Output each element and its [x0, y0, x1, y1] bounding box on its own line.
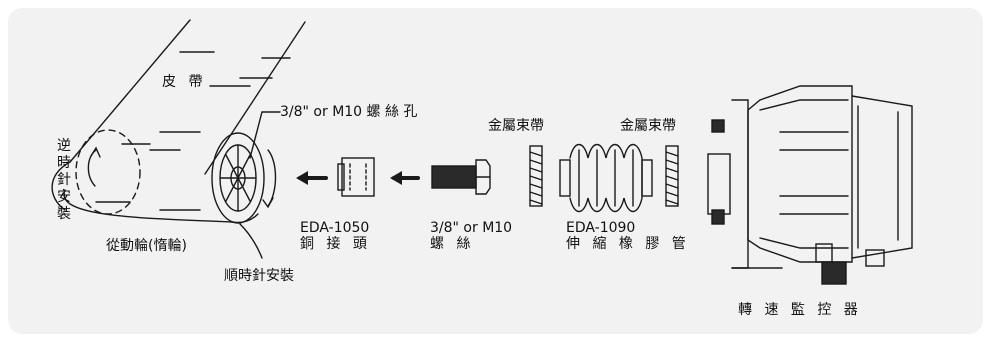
- screw-hole-label: 3/8" or M10 螺 絲 孔: [280, 104, 418, 120]
- belt-pulley-drawing: [51, 19, 306, 259]
- screw-label: 3/8" or M10 螺 絲: [430, 220, 512, 252]
- rubber-hose-drawing: [559, 143, 653, 213]
- direction-arrow-2: [390, 171, 420, 185]
- screw-spec: 3/8" or M10: [430, 220, 513, 236]
- adapter-name: 銅 接 頭: [300, 236, 371, 252]
- speed-monitor-label: 轉 速 監 控 器: [738, 302, 862, 318]
- direction-arrow-1: [296, 171, 328, 185]
- cw-install-label: 順時針安裝: [224, 268, 294, 284]
- hose-name: 伸 縮 橡 膠 管: [566, 236, 690, 252]
- screw-drawing: [431, 159, 491, 195]
- idler-pulley-label: 從動輪(惰輪): [106, 238, 187, 254]
- speed-monitor-drawing: [707, 85, 913, 285]
- metal-band-right-drawing: [665, 145, 679, 207]
- diagram-panel: [8, 8, 983, 334]
- metal-band-right-label: 金屬束帶: [620, 118, 676, 134]
- screw-name: 螺 絲: [430, 236, 475, 252]
- copper-adapter-drawing: [337, 157, 375, 197]
- belt-label: 皮 帶: [162, 74, 207, 90]
- hose-label: EDA-1090 伸 縮 橡 膠 管: [566, 220, 690, 252]
- adapter-model: EDA-1050: [300, 220, 370, 236]
- metal-band-left-drawing: [529, 145, 543, 207]
- metal-band-left-label: 金屬束帶: [488, 118, 544, 134]
- ccw-install-label: 逆時針安裝: [57, 138, 71, 222]
- adapter-label: EDA-1050 銅 接 頭: [300, 220, 371, 252]
- hose-model: EDA-1090: [566, 220, 636, 236]
